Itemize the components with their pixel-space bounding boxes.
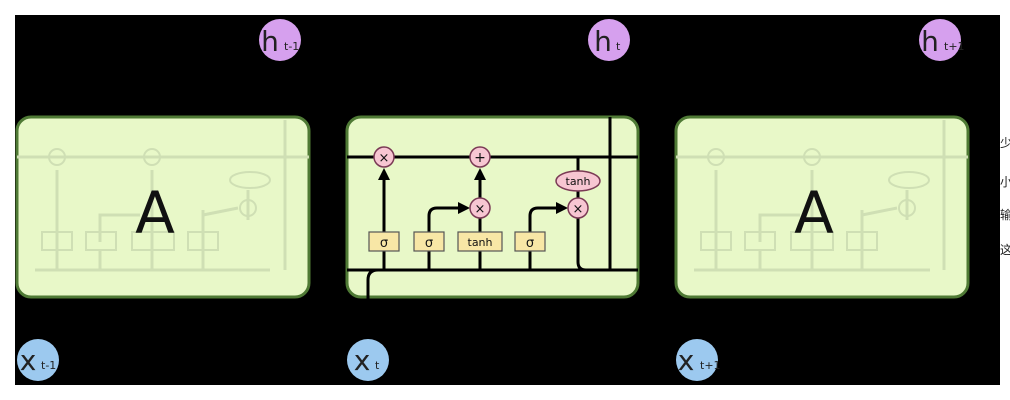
output-h-t-main: h	[594, 25, 612, 58]
input-x-t-minus-1-sub: t-1	[41, 359, 56, 372]
output-h-t-sub: t	[616, 40, 621, 53]
cell-left: A	[15, 115, 311, 299]
output-h-t-minus-1-sub: t-1	[284, 40, 299, 53]
input-x-t-sub: t	[375, 359, 380, 372]
input-x-t-plus-1-main: x	[678, 344, 695, 377]
cell-left-label: A	[135, 179, 175, 247]
output-h-t-minus-1: h t-1	[259, 19, 301, 61]
side-text-4: 这	[1000, 243, 1010, 257]
gate-input-sigma-label: σ	[425, 236, 433, 251]
gate-forget-sigma: σ	[368, 231, 400, 252]
op-tanh: tanh	[555, 170, 601, 192]
output-h-t-plus-1: h t+1	[919, 19, 965, 61]
op-add-label: +	[474, 150, 486, 166]
side-text-1: 少	[1000, 136, 1010, 150]
cell-right: A	[674, 115, 970, 299]
side-text-2: 小	[1000, 175, 1010, 189]
gate-candidate-tanh-label: tanh	[468, 236, 493, 249]
output-h-t-plus-1-sub: t+1	[944, 40, 965, 53]
gate-forget-sigma-label: σ	[380, 236, 388, 251]
gate-output-sigma: σ	[514, 231, 546, 252]
cell-center: × + × × tanh σ σ tanh	[345, 115, 640, 300]
cell-center-wires	[347, 117, 638, 300]
input-x-t-plus-1: x t+1	[676, 339, 721, 381]
gate-candidate-tanh: tanh	[457, 231, 503, 252]
op-add: +	[469, 146, 491, 168]
cell-center-arrows	[378, 168, 568, 214]
input-x-t-minus-1-main: x	[20, 344, 37, 377]
op-output-multiply-label: ×	[573, 202, 584, 217]
output-h-t: h t	[588, 19, 630, 61]
gate-output-sigma-label: σ	[526, 236, 534, 251]
input-x-t-plus-1-sub: t+1	[700, 359, 721, 372]
op-input-multiply-label: ×	[475, 202, 486, 217]
op-input-multiply: ×	[469, 197, 491, 219]
cell-right-label: A	[794, 179, 834, 247]
cell-left-box	[15, 115, 311, 299]
input-x-t-minus-1: x t-1	[17, 339, 59, 381]
op-forget-multiply-label: ×	[379, 151, 390, 166]
gate-input-sigma: σ	[413, 231, 445, 252]
input-x-t: x t	[347, 339, 389, 381]
op-tanh-label: tanh	[566, 175, 591, 188]
op-output-multiply: ×	[567, 197, 589, 219]
side-text-3: 输	[1000, 208, 1010, 222]
cell-right-box	[674, 115, 970, 299]
op-forget-multiply: ×	[373, 146, 395, 168]
xt-entry	[366, 268, 379, 300]
cell-center-box	[345, 115, 640, 299]
output-h-t-minus-1-main: h	[261, 25, 279, 58]
input-x-t-main: x	[354, 344, 371, 377]
output-h-t-plus-1-main: h	[921, 25, 939, 58]
